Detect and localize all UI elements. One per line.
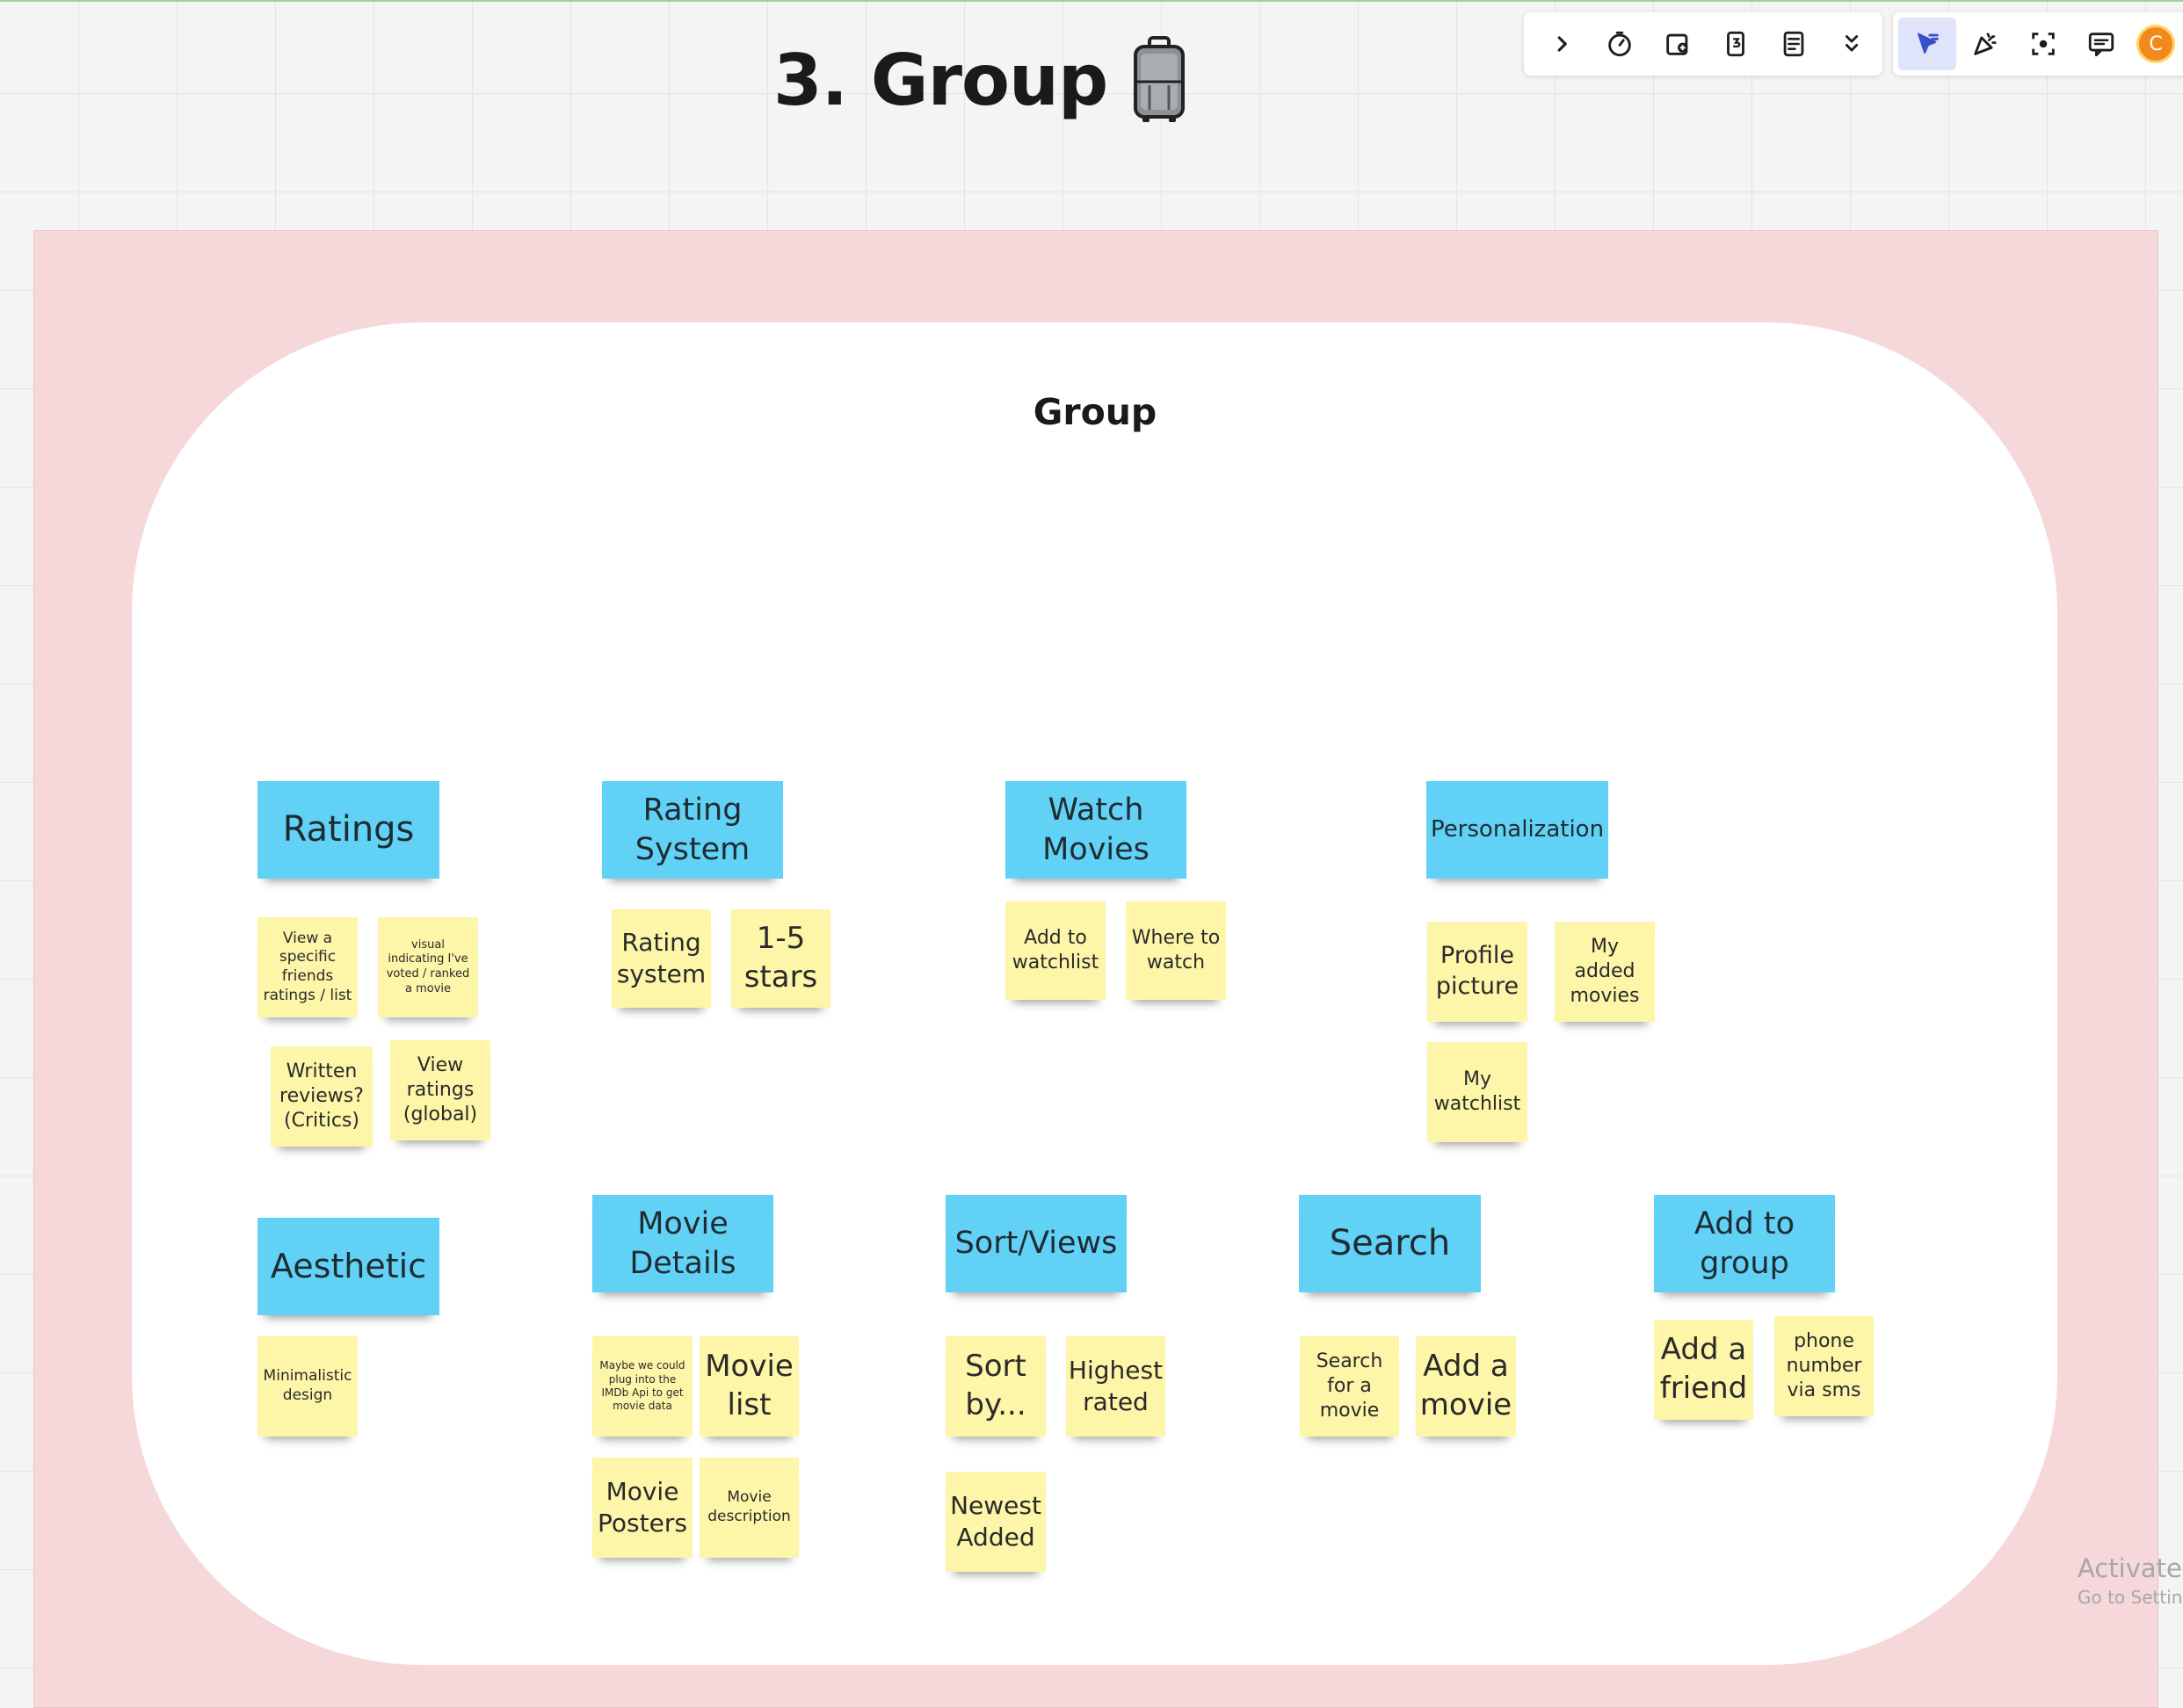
sticky-note[interactable]: Written reviews? (Critics) bbox=[271, 1046, 373, 1147]
comments-icon[interactable] bbox=[2072, 18, 2130, 70]
category-note-rating-system[interactable]: Rating System bbox=[602, 781, 783, 879]
sticky-note[interactable]: Where to watch bbox=[1126, 901, 1226, 1000]
category-note-watch-movies[interactable]: Watch Movies bbox=[1005, 781, 1186, 879]
sticky-note[interactable]: My watchlist bbox=[1427, 1042, 1527, 1142]
sticky-note[interactable]: Minimalistic design bbox=[257, 1336, 358, 1437]
sticky-note[interactable]: Profile picture bbox=[1427, 922, 1527, 1022]
luggage-icon bbox=[1134, 36, 1186, 122]
board-toolbar bbox=[1524, 12, 1882, 76]
avatar: C bbox=[2136, 25, 2175, 63]
sticky-note[interactable]: View a specific friends ratings / list bbox=[257, 917, 358, 1017]
sticky-note[interactable]: Add to watchlist bbox=[1005, 901, 1106, 1000]
user-avatar-button[interactable]: C bbox=[2130, 18, 2181, 70]
category-note-aesthetic[interactable]: Aesthetic bbox=[257, 1218, 439, 1315]
sticky-note[interactable]: Add a movie bbox=[1416, 1336, 1516, 1437]
cursor-icon[interactable] bbox=[1898, 18, 1956, 70]
category-note-movie-details[interactable]: Movie Details bbox=[592, 1195, 773, 1292]
category-note-personalization[interactable]: Personalization bbox=[1426, 781, 1608, 879]
sticky-note[interactable]: Maybe we could plug into the IMDb Api to… bbox=[592, 1336, 693, 1437]
celebrate-icon[interactable] bbox=[1956, 18, 2014, 70]
category-note-add-to-group[interactable]: Add to group bbox=[1654, 1195, 1835, 1292]
group-title: Group bbox=[1033, 391, 1157, 433]
collaboration-toolbar: C bbox=[1893, 12, 2183, 76]
counter-icon[interactable] bbox=[1707, 18, 1765, 70]
activation-watermark: Activate W Go to Settin bbox=[2078, 1553, 2183, 1608]
chevron-right-icon[interactable] bbox=[1533, 18, 1591, 70]
category-note-search[interactable]: Search bbox=[1299, 1195, 1481, 1292]
watermark-line-2: Go to Settin bbox=[2078, 1587, 2183, 1608]
category-note-sort-views[interactable]: Sort/Views bbox=[946, 1195, 1127, 1292]
focus-icon[interactable] bbox=[2014, 18, 2072, 70]
sticky-note[interactable]: phone number via sms bbox=[1774, 1316, 1874, 1416]
sticky-note[interactable]: 1-5 stars bbox=[731, 909, 830, 1008]
sticky-note[interactable]: My added movies bbox=[1555, 922, 1655, 1022]
frame-title-text: 3. Group bbox=[773, 39, 1108, 121]
sticky-note[interactable]: Movie list bbox=[700, 1336, 799, 1437]
sticky-note[interactable]: Add a friend bbox=[1654, 1320, 1753, 1420]
sticky-note[interactable]: visual indicating I've voted / ranked a … bbox=[378, 917, 478, 1017]
top-border-line bbox=[0, 0, 2183, 2]
sticky-note[interactable]: Search for a movie bbox=[1300, 1336, 1399, 1437]
sticky-note[interactable]: View ratings (global) bbox=[390, 1040, 490, 1140]
timer-icon[interactable] bbox=[1591, 18, 1649, 70]
frame-title: 3. Group bbox=[773, 32, 1188, 128]
category-note-ratings[interactable]: Ratings bbox=[257, 781, 439, 879]
notes-icon[interactable] bbox=[1765, 18, 1823, 70]
sticky-note[interactable]: Movie description bbox=[700, 1458, 799, 1558]
watermark-line-1: Activate W bbox=[2078, 1553, 2183, 1583]
sticky-note[interactable]: Highest rated bbox=[1066, 1336, 1165, 1437]
sticky-note[interactable]: Movie Posters bbox=[592, 1458, 693, 1558]
double-chevron-down-icon[interactable] bbox=[1823, 18, 1881, 70]
sticky-note[interactable]: Sort by... bbox=[946, 1336, 1046, 1437]
sticky-note[interactable]: Rating system bbox=[612, 909, 711, 1008]
sticky-note[interactable]: Newest Added bbox=[946, 1472, 1046, 1572]
card-add-icon[interactable] bbox=[1649, 18, 1707, 70]
